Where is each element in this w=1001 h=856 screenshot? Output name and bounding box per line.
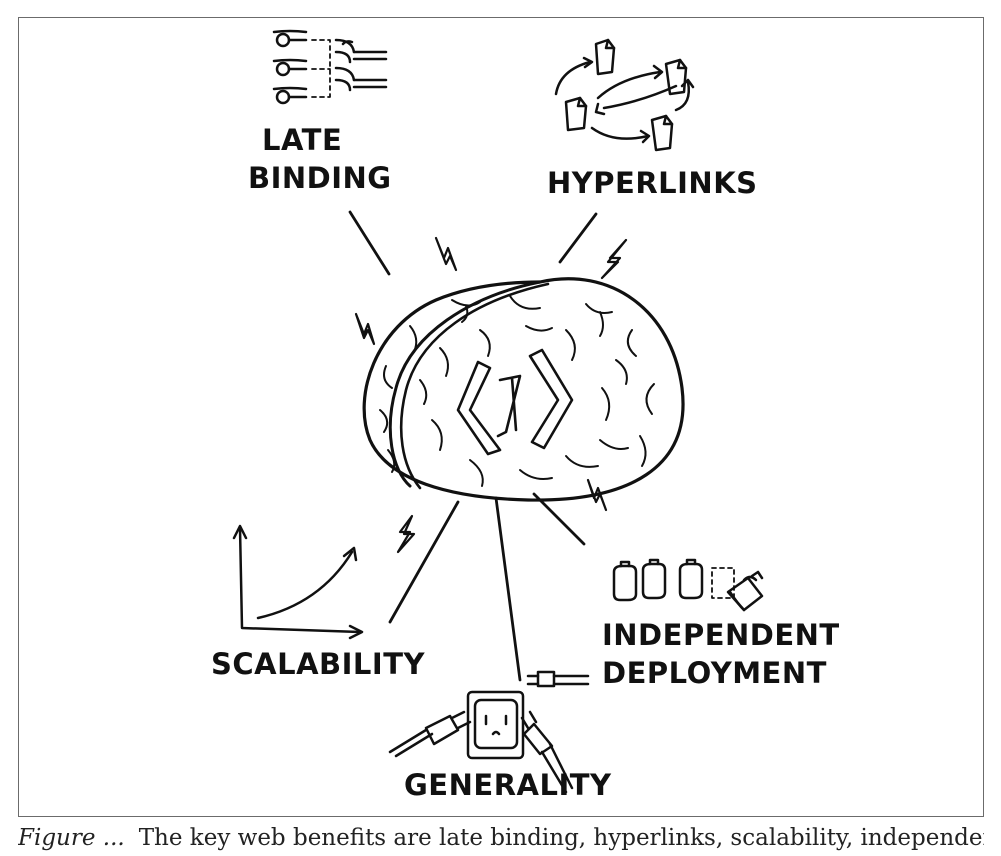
growth-curve-icon [232, 524, 364, 640]
label-late-binding-line1: LATE [262, 123, 342, 157]
label-independent-deployment-line1: INDEPENDENT [602, 618, 840, 652]
line-hyperlinks [558, 212, 598, 264]
label-independent-deployment-line2: DEPLOYMENT [602, 656, 827, 690]
lightning-bolt-icon [600, 238, 628, 280]
brain-with-code-brackets-icon [362, 277, 685, 502]
lightning-bolt-icons [354, 236, 628, 554]
line-late-binding [348, 210, 391, 276]
line-scalability [388, 500, 460, 624]
caption-text: The key web benefits are late binding, h… [138, 825, 984, 851]
label-hyperlinks: HYPERLINKS [547, 166, 758, 200]
line-generality [494, 496, 522, 682]
line-independent [532, 492, 586, 546]
lightning-bolt-icon [586, 478, 608, 512]
label-late-binding-line2: BINDING [248, 161, 392, 195]
figure-frame [18, 17, 984, 817]
label-scalability: SCALABILITY [211, 647, 425, 681]
linked-documents-icon [554, 38, 695, 152]
batteries-icon [612, 558, 764, 612]
lightning-bolt-icon [396, 514, 416, 554]
figure-caption: Figure ... The key web benefits are late … [18, 825, 984, 856]
lightning-bolt-icon [354, 312, 376, 346]
caption-label: Figure ... [18, 825, 125, 851]
connector-lines [348, 210, 598, 682]
label-generality: GENERALITY [404, 768, 612, 802]
plug-sockets-icon [272, 29, 388, 105]
code-brackets-icon [456, 348, 574, 456]
outlet-and-plugs-icon [388, 670, 590, 794]
lightning-bolt-icon [434, 236, 458, 272]
